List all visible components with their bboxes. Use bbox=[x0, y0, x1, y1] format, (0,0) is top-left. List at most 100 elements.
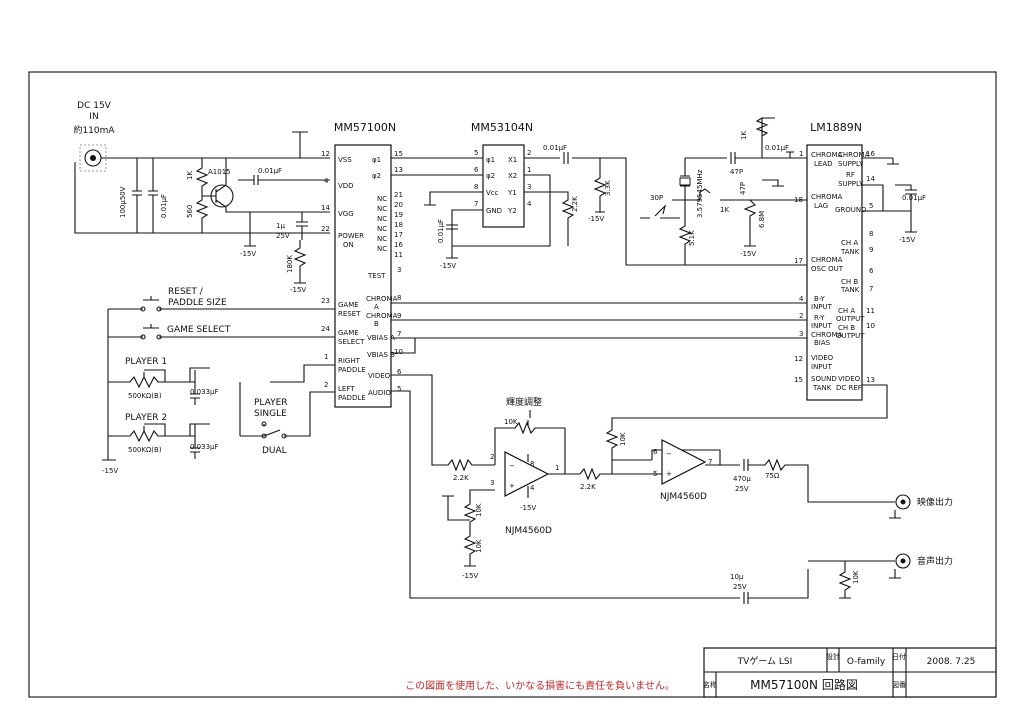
cap-100u-label: 100μ50V bbox=[119, 186, 127, 218]
svg-text:TANK: TANK bbox=[840, 286, 860, 294]
svg-text:21: 21 bbox=[394, 191, 403, 199]
minus15-c: -15V bbox=[588, 215, 604, 223]
r-10k-b-label: 10K bbox=[475, 539, 483, 553]
minus15-e: -15V bbox=[740, 250, 756, 258]
svg-text:17: 17 bbox=[394, 231, 403, 239]
lm1889n-body bbox=[806, 144, 863, 401]
video-out-jack-icon bbox=[895, 494, 911, 510]
opamp1-plus: + bbox=[509, 482, 515, 490]
svg-text:3: 3 bbox=[490, 479, 494, 487]
cap-001-f-label: 0.01μF bbox=[902, 194, 926, 202]
pin-game-a: GAME bbox=[338, 301, 359, 309]
disclaimer-text: この図面を使用した、いかなる損害にも責任を負いません。 bbox=[405, 679, 675, 692]
svg-text:13: 13 bbox=[394, 166, 403, 174]
cap-001-b-label: 0.01μF bbox=[160, 194, 168, 218]
video-out-jack-pin bbox=[900, 499, 906, 505]
svg-text:CH A: CH A bbox=[841, 239, 858, 247]
minus15-f: -15V bbox=[899, 236, 915, 244]
svg-text:6: 6 bbox=[869, 267, 874, 275]
svg-text:7: 7 bbox=[397, 330, 401, 338]
cap-p2-label: 0.033μF bbox=[190, 443, 219, 451]
svg-text:12: 12 bbox=[321, 150, 330, 158]
svg-text:GND: GND bbox=[486, 207, 502, 215]
pin-vdd: VDD bbox=[338, 182, 354, 190]
svg-text:DC REF: DC REF bbox=[836, 384, 862, 392]
svg-text:BIAS: BIAS bbox=[814, 339, 831, 347]
mm53104n-name: MM53104N bbox=[471, 121, 533, 134]
svg-text:3: 3 bbox=[397, 266, 401, 274]
svg-text:CHROMA: CHROMA bbox=[366, 312, 398, 320]
svg-text:OSC OUT: OSC OUT bbox=[811, 265, 844, 273]
r-180k bbox=[293, 240, 307, 284]
pin-power: POWER bbox=[338, 232, 364, 240]
svg-text:VBIAS A: VBIAS A bbox=[367, 334, 395, 342]
minus15-h: -15V bbox=[462, 572, 478, 580]
svg-text:10: 10 bbox=[394, 348, 403, 356]
opamp2-icon bbox=[661, 439, 707, 485]
pin-test: TEST bbox=[367, 272, 386, 280]
svg-text:18: 18 bbox=[394, 221, 403, 229]
svg-text:2: 2 bbox=[527, 149, 531, 157]
r-75-label: 75Ω bbox=[765, 472, 780, 480]
r-1k-c bbox=[755, 117, 794, 187]
svg-text:20: 20 bbox=[394, 201, 403, 209]
r-51k-label: 5.1K bbox=[688, 230, 696, 246]
minus15-i: -15V bbox=[520, 504, 536, 512]
svg-text:INPUT: INPUT bbox=[811, 303, 833, 311]
opamp1-minus: − bbox=[509, 462, 515, 470]
svg-text:23: 23 bbox=[321, 297, 330, 305]
svg-text:CHROMA: CHROMA bbox=[811, 151, 843, 159]
switch-wiring bbox=[107, 296, 335, 460]
dwg-field-label: 図番 bbox=[892, 681, 906, 689]
svg-text:7: 7 bbox=[474, 200, 478, 208]
cap-001-d-label: 0.01μF bbox=[437, 219, 445, 243]
pin-game-b: GAME bbox=[338, 329, 359, 337]
lm1889n-pin-labels: CHROMA LEAD CHROMA LAG CHROMA OSC OUT R-… bbox=[811, 151, 870, 392]
svg-text:R-Y: R-Y bbox=[814, 314, 825, 322]
cap-001-a bbox=[238, 175, 330, 185]
cap-1u bbox=[244, 212, 308, 247]
svg-text:3: 3 bbox=[527, 183, 531, 191]
svg-text:24: 24 bbox=[321, 325, 330, 333]
pin-lpaddle: PADDLE bbox=[338, 394, 366, 402]
cap-001-b bbox=[148, 158, 158, 233]
audio-out-label: 音声出力 bbox=[917, 555, 953, 567]
drawing-name: MM57100N 回路図 bbox=[750, 677, 858, 692]
svg-text:VBIAS B: VBIAS B bbox=[367, 351, 395, 359]
svg-text:TANK: TANK bbox=[812, 384, 832, 392]
transistor-leads bbox=[202, 158, 330, 213]
mm53104n-wiring bbox=[391, 152, 807, 266]
svg-text:X1: X1 bbox=[508, 156, 517, 164]
svg-text:8: 8 bbox=[397, 294, 401, 302]
crystal-section bbox=[640, 152, 807, 265]
designer-name: O-family bbox=[847, 657, 886, 667]
divider-resistors bbox=[195, 158, 209, 233]
pin-right: RIGHT bbox=[338, 357, 361, 365]
r-1k-b-label: 1K bbox=[720, 206, 729, 214]
r-1k-a-label: 1K bbox=[186, 171, 194, 180]
svg-text:13: 13 bbox=[866, 376, 875, 384]
svg-text:CH A: CH A bbox=[838, 307, 855, 315]
design-field-label: 設計 bbox=[826, 652, 840, 661]
video-audio-lines bbox=[391, 374, 809, 604]
svg-text:11: 11 bbox=[866, 307, 875, 315]
svg-text:2: 2 bbox=[799, 312, 803, 320]
svg-text:4: 4 bbox=[527, 200, 532, 208]
mm57100n-name: MM57100N bbox=[334, 121, 396, 134]
crystal-icon bbox=[679, 177, 691, 186]
cap-10-volt: 25V bbox=[733, 583, 747, 591]
audio-out-jack-icon bbox=[895, 553, 911, 569]
svg-text:7: 7 bbox=[708, 458, 712, 466]
svg-text:CHROMA: CHROMA bbox=[811, 331, 843, 339]
audio-out-wiring bbox=[808, 560, 901, 599]
svg-text:LEAD: LEAD bbox=[814, 160, 833, 168]
drawing-date: 2008. 7.25 bbox=[927, 657, 976, 667]
pin-select: SELECT bbox=[338, 338, 365, 346]
opamp2-plus: + bbox=[666, 470, 672, 478]
cap-470-label: 470μ bbox=[733, 475, 751, 483]
svg-text:NC: NC bbox=[377, 225, 387, 233]
reset-label-b: PADDLE SIZE bbox=[168, 298, 227, 308]
player-switch-contact bbox=[261, 433, 267, 439]
svg-text:CHROMA: CHROMA bbox=[811, 256, 843, 264]
vr-p1-label: 500KΩ(B) bbox=[128, 392, 162, 400]
